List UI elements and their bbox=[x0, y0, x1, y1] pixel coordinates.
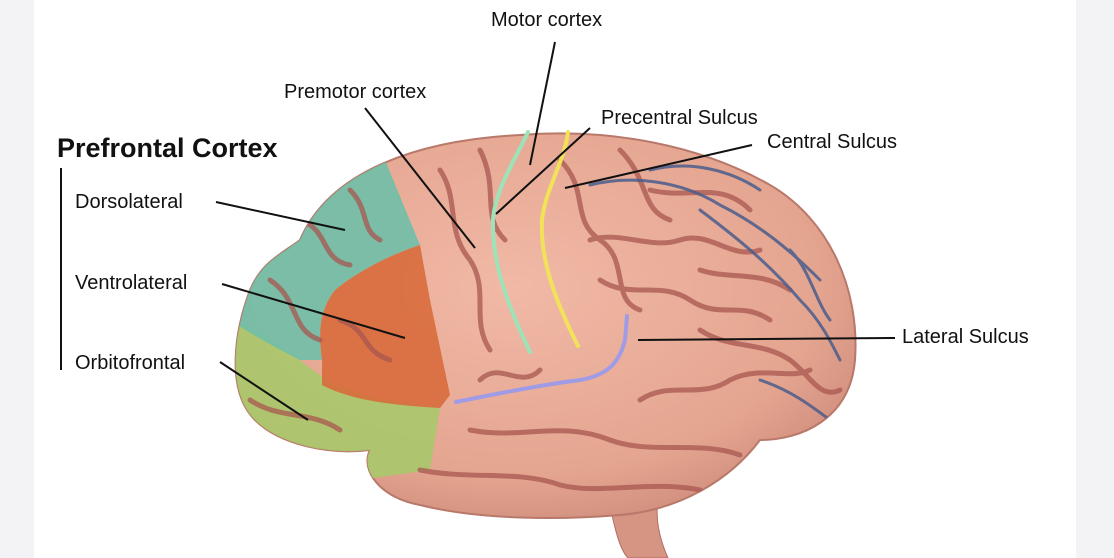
central-sulcus-label: Central Sulcus bbox=[767, 131, 898, 153]
ventrolateral-region bbox=[320, 245, 450, 408]
precentral-sulcus-label: Precentral Sulcus bbox=[601, 107, 758, 129]
ventrolateral-pointer bbox=[221, 283, 406, 339]
gyri-folds bbox=[247, 147, 843, 493]
pointer-lines bbox=[215, 41, 896, 421]
lateral-sulcus-line bbox=[454, 314, 629, 404]
premotor-pointer bbox=[364, 107, 476, 249]
dorsolateral-pointer bbox=[215, 201, 346, 231]
premotor-cortex-label: Premotor cortex bbox=[284, 81, 427, 103]
dorsolateral-label: Dorsolateral bbox=[75, 191, 183, 213]
prefrontal-bracket bbox=[60, 168, 62, 370]
prefrontal-cortex-title: Prefrontal Cortex bbox=[57, 133, 278, 163]
precentral-sulcus-line bbox=[490, 130, 532, 354]
motor-pointer bbox=[529, 41, 556, 166]
lateral-pointer bbox=[637, 337, 896, 341]
orbitofrontal-label: Orbitofrontal bbox=[75, 352, 186, 374]
precentral-pointer bbox=[495, 127, 591, 215]
ventrolateral-label: Ventrolateral bbox=[75, 272, 188, 294]
central-sulcus-line bbox=[539, 130, 580, 348]
lateral-sulcus-label: Lateral Sulcus bbox=[902, 326, 1029, 348]
central-pointer bbox=[564, 144, 753, 189]
motor-cortex-label: Motor cortex bbox=[491, 9, 603, 31]
orbitofrontal-pointer bbox=[219, 361, 309, 421]
